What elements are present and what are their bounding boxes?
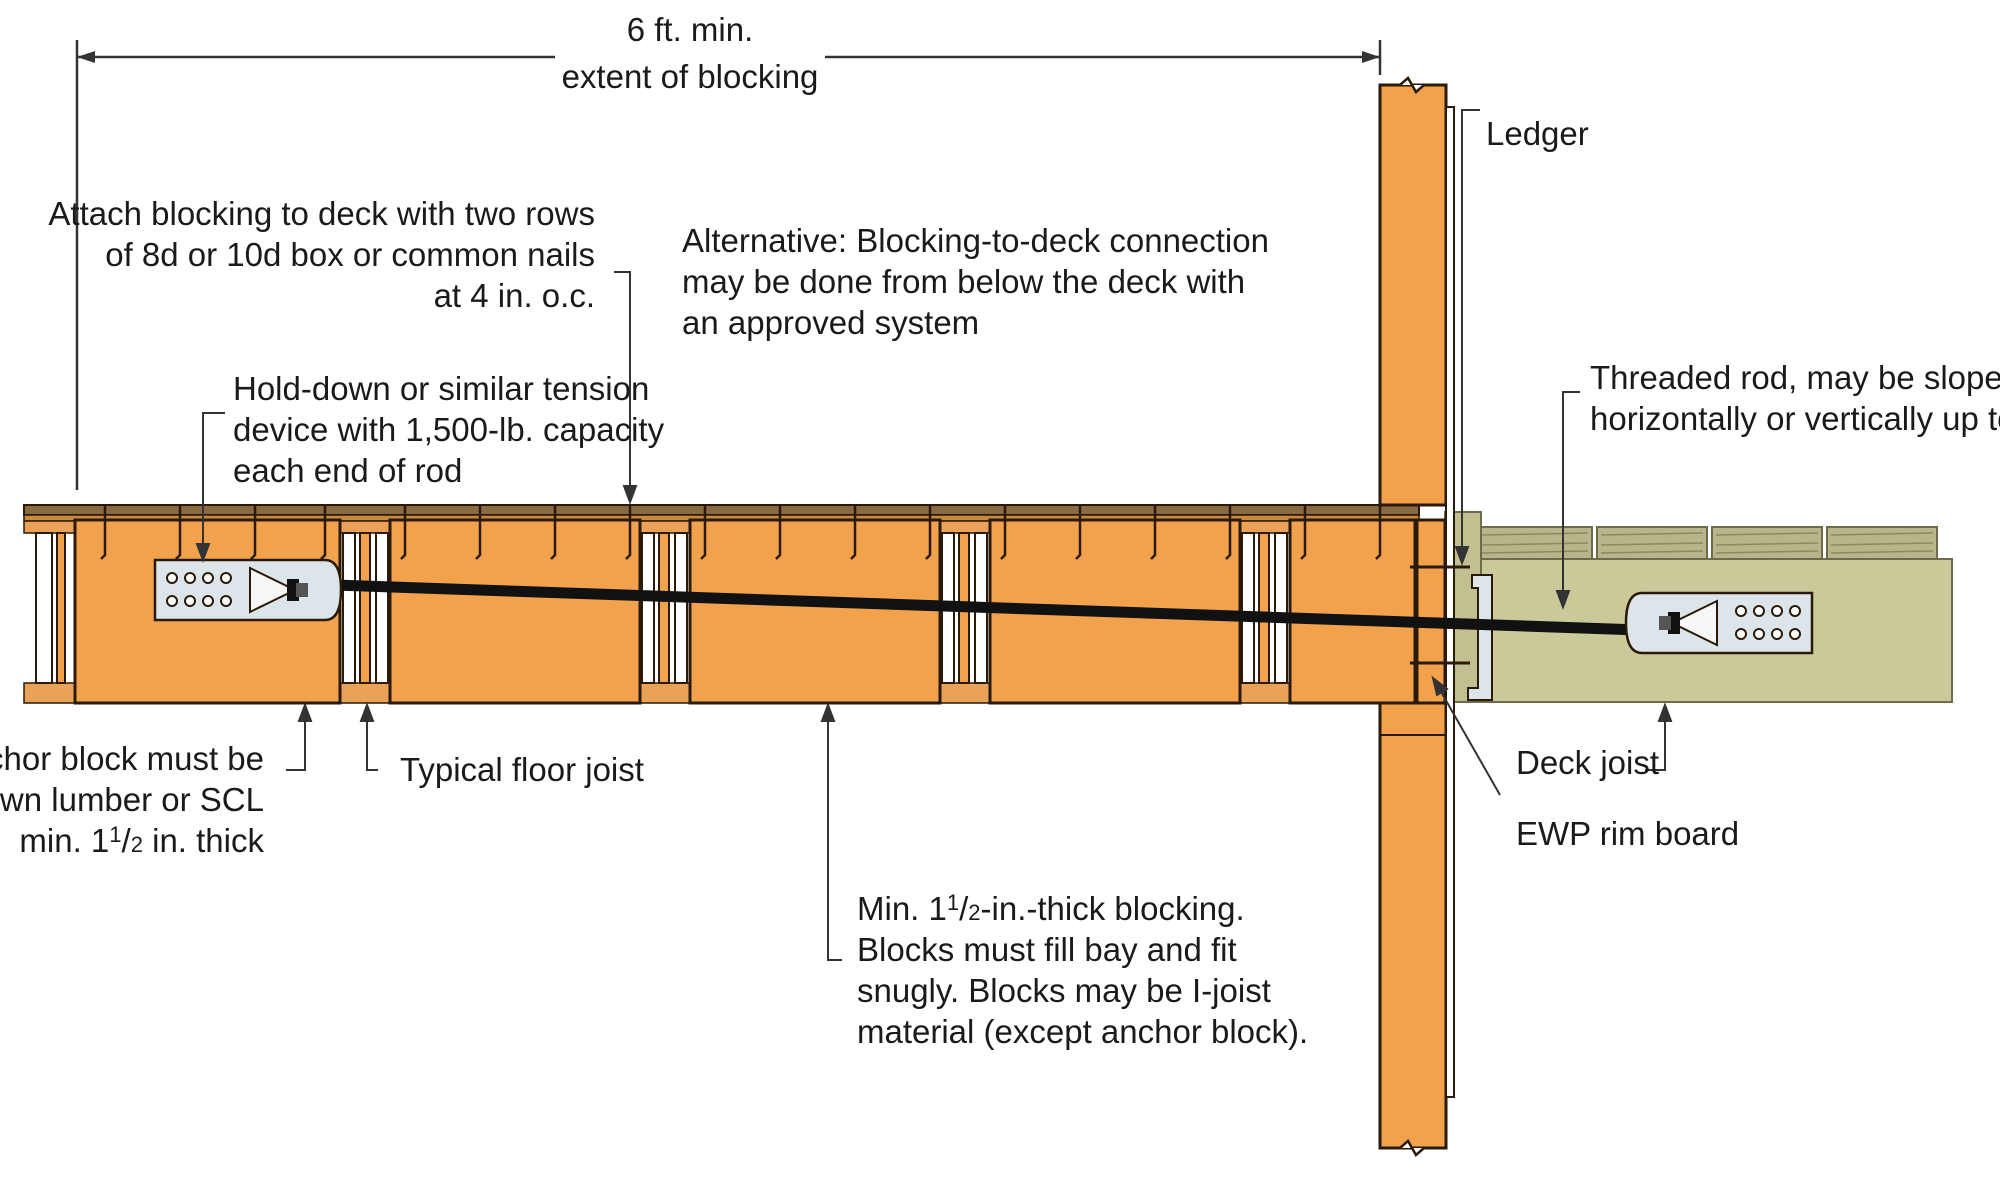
blocking-line1: Min. 11/2-in.-thick blocking. bbox=[857, 890, 1245, 927]
floor-joist-label: Typical floor joist bbox=[400, 751, 644, 788]
dimension-label-line1: 6 ft. min. bbox=[627, 11, 754, 48]
holddown-line2: device with 1,500-lb. capacity bbox=[233, 411, 665, 448]
attach-line1: Attach blocking to deck with two rows bbox=[48, 195, 595, 232]
hold-down-left bbox=[153, 558, 343, 622]
holddown-line1: Hold-down or similar tension bbox=[233, 370, 649, 407]
threaded-rod bbox=[334, 579, 1641, 636]
wall-framing bbox=[1378, 76, 1493, 1157]
joist-hanger bbox=[1467, 574, 1493, 701]
threaded-line2: horizontally or vertically up to 1:12 bbox=[1590, 400, 2000, 437]
ledger-label: Ledger bbox=[1486, 115, 1589, 152]
alternative-line2: may be done from below the deck with bbox=[682, 263, 1245, 300]
subfloor bbox=[23, 504, 1420, 516]
anchor-line2: sawn lumber or SCL bbox=[0, 781, 264, 818]
hold-down-note: Hold-down or similar tension device with… bbox=[233, 370, 665, 489]
rim-board-label: EWP rim board bbox=[1516, 815, 1739, 852]
anchor-line3: min. 11/2 in. thick bbox=[19, 822, 264, 859]
alternative-line3: an approved system bbox=[682, 304, 979, 341]
alternative-note: Alternative: Blocking-to-deck connection… bbox=[682, 222, 1269, 341]
ewp-rim-board bbox=[1415, 518, 1447, 705]
dimension-6ft: 6 ft. min. extent of blocking bbox=[75, 11, 1382, 490]
blocking-line2: Blocks must fill bay and fit bbox=[857, 931, 1237, 968]
hold-down-right bbox=[1624, 591, 1814, 655]
sheathing bbox=[1445, 106, 1455, 1098]
attach-line3: at 4 in. o.c. bbox=[434, 277, 595, 314]
alternative-line1: Alternative: Blocking-to-deck connection bbox=[682, 222, 1269, 259]
threaded-rod-note: Threaded rod, may be sloped horizontally… bbox=[1590, 359, 2000, 437]
attach-line2: of 8d or 10d box or common nails bbox=[105, 236, 595, 273]
deck-joist-label: Deck joist bbox=[1516, 744, 1659, 781]
blocking-line3: snugly. Blocks may be I-joist bbox=[857, 972, 1271, 1009]
dimension-label-line2: extent of blocking bbox=[562, 58, 819, 95]
blocking-3 bbox=[688, 518, 942, 705]
anchor-line1: Anchor block must be bbox=[0, 740, 264, 777]
attach-blocking-note: Attach blocking to deck with two rows of… bbox=[48, 195, 595, 314]
blocking-line4: material (except anchor block). bbox=[857, 1013, 1308, 1050]
wall-stud-lower bbox=[1378, 701, 1448, 1150]
holddown-line3: each end of rod bbox=[233, 452, 462, 489]
blocking-5 bbox=[1288, 518, 1417, 705]
blocking-2 bbox=[388, 518, 642, 705]
wall-stud-upper bbox=[1378, 83, 1448, 507]
blocking-note: Min. 11/2-in.-thick blocking. Blocks mus… bbox=[857, 890, 1308, 1050]
anchor-block-note: Anchor block must be sawn lumber or SCL … bbox=[0, 740, 264, 859]
threaded-line1: Threaded rod, may be sloped bbox=[1590, 359, 2000, 396]
